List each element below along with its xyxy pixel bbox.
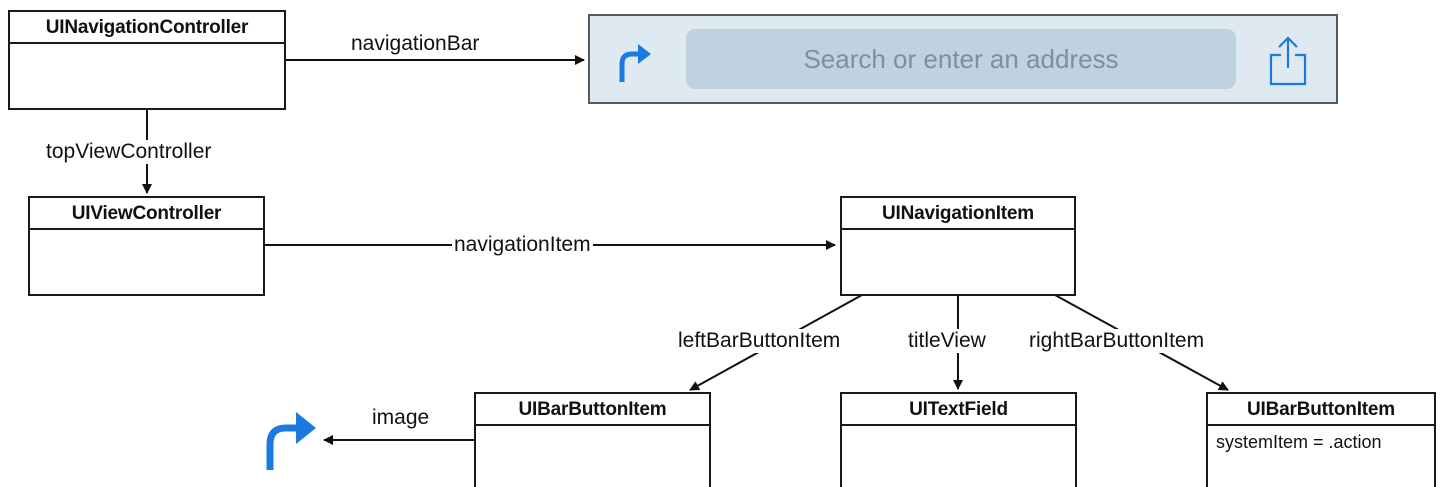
uitextfield-title: UITextField xyxy=(842,394,1075,426)
uiviewcontroller-box: UIViewController xyxy=(28,196,265,296)
top-view-controller-label: topViewController xyxy=(44,140,214,164)
uitextfield-box: UITextField xyxy=(840,392,1077,487)
uinavigationcontroller-box: UINavigationController xyxy=(8,10,286,110)
system-item-attribute: systemItem = .action xyxy=(1216,432,1382,452)
turn-arrow-icon[interactable] xyxy=(614,40,654,84)
address-field[interactable]: Search or enter an address xyxy=(686,29,1236,89)
share-icon[interactable] xyxy=(1266,35,1310,87)
uinavigationcontroller-title: UINavigationController xyxy=(10,12,284,44)
left-bar-button-item-label: leftBarButtonItem xyxy=(676,329,843,353)
uiviewcontroller-title: UIViewController xyxy=(30,198,263,230)
left-uibarbuttonitem-box: UIBarButtonItem xyxy=(474,392,711,487)
right-bar-button-item-label: rightBarButtonItem xyxy=(1027,329,1207,353)
uinavigationitem-title: UINavigationItem xyxy=(842,198,1074,230)
left-uibarbuttonitem-title: UIBarButtonItem xyxy=(476,394,709,426)
navigation-bar-preview: Search or enter an address xyxy=(588,14,1338,104)
navigation-bar-label: navigationBar xyxy=(349,32,482,56)
right-uibarbuttonitem-box: UIBarButtonItem systemItem = .action xyxy=(1206,392,1436,487)
right-uibarbuttonitem-title: UIBarButtonItem xyxy=(1208,394,1434,426)
uinavigationitem-box: UINavigationItem xyxy=(840,196,1076,296)
title-view-label: titleView xyxy=(906,329,988,353)
turn-arrow-icon xyxy=(266,412,316,470)
navigation-item-label: navigationItem xyxy=(452,233,593,257)
image-label: image xyxy=(370,406,432,430)
